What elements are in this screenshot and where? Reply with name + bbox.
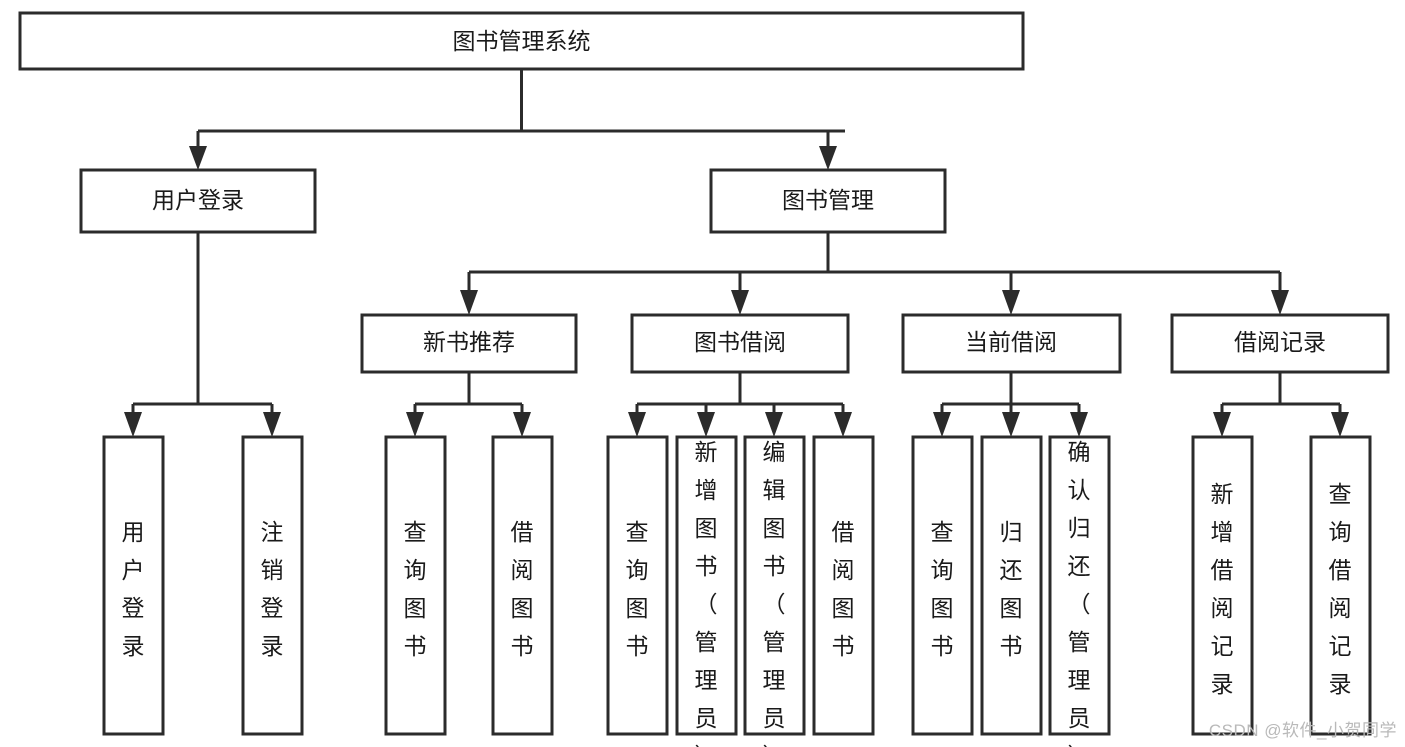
node-root-box xyxy=(18,11,1025,71)
node-user-login-box xyxy=(79,168,317,234)
arrow-to-leaf-borrow-book-1 xyxy=(513,412,531,437)
node-borrow-record-box xyxy=(1170,313,1390,374)
arrow-to-book-manage xyxy=(819,146,837,170)
node-leaf-add-record-box xyxy=(1191,435,1254,736)
node-leaf-edit-book-box xyxy=(743,435,806,736)
arrow-to-leaf-query-book-3 xyxy=(933,412,951,437)
arrow-to-user-login xyxy=(189,146,207,170)
node-leaf-logout[interactable]: 注销登录 xyxy=(241,435,304,736)
arrow-to-leaf-user-login xyxy=(124,412,142,437)
node-user-login[interactable]: 用户登录 xyxy=(79,168,317,234)
node-user-login-label: 用户登录 xyxy=(152,187,244,213)
node-leaf-add-record[interactable]: 新增借阅记录 xyxy=(1191,435,1254,736)
node-leaf-return-book[interactable]: 归还图书 xyxy=(980,435,1043,736)
node-book-manage[interactable]: 图书管理 xyxy=(709,168,947,234)
node-new-book-recommend[interactable]: 新书推荐 xyxy=(360,313,578,374)
node-leaf-query-book-2-label: 查询图书 xyxy=(626,519,649,659)
node-leaf-user-login-box xyxy=(102,435,165,736)
node-leaf-add-book-box xyxy=(675,435,738,736)
node-new-book-recommend-box xyxy=(360,313,578,374)
arrow-to-book-borrow xyxy=(731,290,749,315)
node-leaf-add-record-label: 新增借阅记录 xyxy=(1211,481,1234,697)
node-root-label: 图书管理系统 xyxy=(453,28,591,54)
node-leaf-query-book-3-box xyxy=(911,435,974,736)
arrow-to-leaf-logout xyxy=(263,412,281,437)
node-book-borrow[interactable]: 图书借阅 xyxy=(630,313,850,374)
connector-layer xyxy=(124,69,1349,437)
node-book-borrow-box xyxy=(630,313,850,374)
arrow-to-leaf-return-book xyxy=(1002,412,1020,437)
node-leaf-return-book-label: 归还图书 xyxy=(1000,519,1023,659)
node-leaf-user-login-label: 用户登录 xyxy=(122,519,145,659)
arrow-to-leaf-borrow-book-2 xyxy=(834,412,852,437)
node-current-borrow[interactable]: 当前借阅 xyxy=(901,313,1122,374)
node-leaf-edit-book-label: 编辑图书（管理员） xyxy=(763,439,786,747)
node-leaf-query-book-2[interactable]: 查询图书 xyxy=(606,435,669,736)
node-leaf-query-book-1-box xyxy=(384,435,447,736)
node-leaf-add-book-label: 新增图书（管理员） xyxy=(695,439,718,747)
node-leaf-confirm-return-box xyxy=(1048,435,1111,736)
arrow-to-leaf-edit-book xyxy=(765,412,783,437)
node-borrow-record-label: 借阅记录 xyxy=(1234,329,1326,355)
node-book-manage-label: 图书管理 xyxy=(782,187,874,213)
node-new-book-recommend-label: 新书推荐 xyxy=(423,329,515,355)
node-leaf-query-book-3[interactable]: 查询图书 xyxy=(911,435,974,736)
node-book-borrow-label: 图书借阅 xyxy=(694,329,786,355)
node-borrow-record[interactable]: 借阅记录 xyxy=(1170,313,1390,374)
arrow-to-leaf-add-book xyxy=(697,412,715,437)
node-current-borrow-box xyxy=(901,313,1122,374)
node-leaf-query-record-label: 查询借阅记录 xyxy=(1329,481,1352,697)
node-leaf-add-book[interactable]: 新增图书（管理员） xyxy=(675,435,738,747)
node-leaf-borrow-book-2-label: 借阅图书 xyxy=(832,519,855,659)
node-leaf-edit-book[interactable]: 编辑图书（管理员） xyxy=(743,435,806,747)
node-leaf-logout-label: 注销登录 xyxy=(261,519,284,659)
node-leaf-query-book-3-label: 查询图书 xyxy=(931,519,954,659)
node-leaf-user-login[interactable]: 用户登录 xyxy=(102,435,165,736)
node-leaf-logout-box xyxy=(241,435,304,736)
node-leaf-confirm-return-label: 确认归还（管理员） xyxy=(1068,439,1091,747)
arrow-to-leaf-query-book-2 xyxy=(628,412,646,437)
arrow-to-leaf-add-record xyxy=(1213,412,1231,437)
node-leaf-query-record[interactable]: 查询借阅记录 xyxy=(1309,435,1372,736)
node-root-system[interactable]: 图书管理系统 xyxy=(18,11,1025,71)
arrow-to-leaf-query-record xyxy=(1331,412,1349,437)
arrow-to-leaf-confirm-return xyxy=(1070,412,1088,437)
arrow-to-new-book-rec xyxy=(460,290,478,315)
node-leaf-confirm-return[interactable]: 确认归还（管理员） xyxy=(1048,435,1111,747)
node-leaf-borrow-book-2-box xyxy=(812,435,875,736)
node-current-borrow-label: 当前借阅 xyxy=(965,329,1057,355)
node-book-manage-box xyxy=(709,168,947,234)
node-leaf-query-book-2-box xyxy=(606,435,669,736)
node-leaf-query-book-1-label: 查询图书 xyxy=(404,519,427,659)
node-leaf-return-book-box xyxy=(980,435,1043,736)
arrow-to-current-borrow xyxy=(1002,290,1020,315)
node-leaf-borrow-book-1-label: 借阅图书 xyxy=(511,519,534,659)
node-leaf-borrow-book-2[interactable]: 借阅图书 xyxy=(812,435,875,736)
node-leaf-borrow-book-1[interactable]: 借阅图书 xyxy=(491,435,554,736)
node-leaf-query-record-box xyxy=(1309,435,1372,736)
arrow-to-leaf-query-book-1 xyxy=(406,412,424,437)
node-leaf-borrow-book-1-box xyxy=(491,435,554,736)
node-leaf-query-book-1[interactable]: 查询图书 xyxy=(384,435,447,736)
arrow-to-borrow-record xyxy=(1271,290,1289,315)
